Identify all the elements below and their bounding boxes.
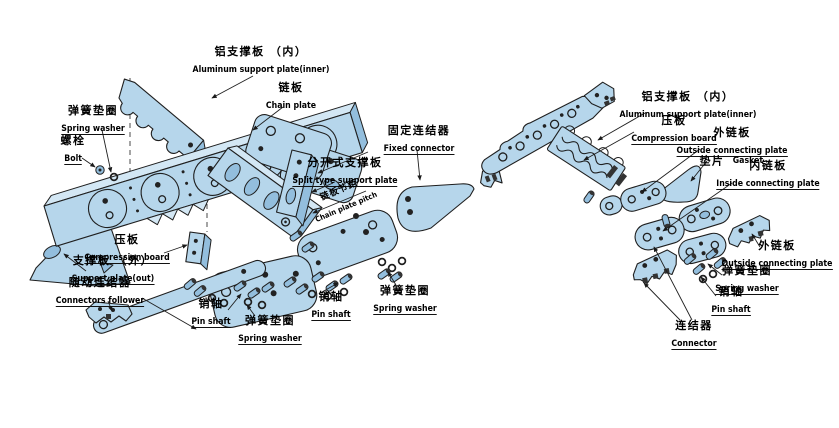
compression-board-part	[185, 231, 212, 271]
label-zh: 分开式支撑板	[307, 156, 383, 169]
connector-bracket-part	[632, 249, 677, 284]
callout-compression-board: 压板 Compression board	[81, 233, 174, 265]
bolt-on-plate	[363, 229, 369, 235]
callout-spring-washer-right: 弹簧垫圈 Spring washer	[370, 284, 439, 316]
callout-connector: 连结器 Connector	[669, 319, 718, 351]
label-zh: 销轴	[718, 285, 744, 298]
label-en: Outside connecting plate	[676, 145, 788, 158]
label-zh: 垫片	[699, 154, 725, 168]
label-en: Compression board	[631, 133, 717, 146]
label-zh: 压板	[114, 233, 140, 246]
pitch-dimension-line	[317, 151, 369, 174]
label-zh: 支撑板 （外）	[72, 254, 154, 267]
label-en: Spring washer	[373, 303, 437, 316]
inside-connecting-plate-part	[678, 197, 731, 233]
label-en: Pin shaft	[191, 316, 231, 329]
leader-lines	[63, 75, 761, 330]
label-en: Pin shaft	[711, 304, 751, 317]
pin-sliver	[615, 173, 628, 187]
callout-spring-washer-top: 弹簧垫圈 Spring washer	[58, 104, 127, 136]
label-zh: 螺栓	[60, 134, 86, 147]
callout-support-plate-out: 支撑板 （外） Support plate(out)	[68, 254, 158, 286]
label-en: Spring washer	[715, 283, 779, 296]
callout-pin-shaft-right-diagram: 销轴 Pin shaft	[710, 285, 753, 317]
left-exploded-view	[29, 78, 475, 334]
callout-aluminum-support-plate-inner: 铝支撑板 （内） Aluminum support plate(inner)	[187, 46, 336, 75]
callout-pin-shaft-mid: 销轴 Pin shaft	[310, 290, 353, 322]
gasket-part	[660, 165, 702, 203]
label-en: Inside connecting plate	[716, 178, 820, 191]
label-en: Pin shaft	[311, 309, 351, 322]
outside-plate-bracket-part	[727, 215, 771, 248]
follower-link-plate-part	[92, 259, 267, 334]
label-zh: 铝支撑板 （内）	[641, 90, 735, 103]
callout-connectors-follower: 随动连结器 Connectors follower	[52, 276, 148, 308]
label-zh: 销轴	[318, 290, 344, 303]
fixed-connector-part	[396, 183, 475, 232]
label-zh: 压板	[661, 114, 687, 127]
label-en: Bolt	[64, 153, 82, 166]
label-en: Compression board	[84, 252, 170, 265]
label-en: Spring washer	[238, 333, 302, 346]
label-en: Connector	[671, 338, 717, 351]
callout-compression-board-right: 压板 Compression board	[628, 114, 721, 146]
label-en: Gasket	[732, 155, 764, 166]
spring-washer-cluster	[376, 256, 407, 284]
callout-split-type-support-plate: 分开式支撑板 Split type support plate	[288, 156, 402, 188]
serrated-compression-plate-part	[546, 125, 626, 191]
label-zh: 外链板	[713, 126, 751, 139]
callout-gasket: 垫片 Gasket	[699, 152, 764, 169]
label-zh: 销轴	[198, 297, 224, 310]
label-zh: 弹簧垫圈	[68, 104, 118, 117]
callout-spring-washer-bottom: 弹簧垫圈 Spring washer	[235, 314, 304, 346]
label-en: Chain plate	[265, 100, 317, 111]
bolt-on-plate	[353, 213, 359, 219]
assembled-chain-part	[480, 81, 616, 188]
small-link-plate-part	[599, 195, 623, 216]
callout-bolt: 螺栓 Bolt	[60, 134, 86, 166]
label-zh: 随动连结器	[68, 276, 132, 289]
inside-connecting-plate-part	[634, 216, 685, 251]
connector-follower-bracket-part	[85, 301, 133, 324]
callout-outside-connecting-plate-top: 外链板 Outside connecting plate	[672, 126, 793, 158]
right-exploded-view	[480, 81, 771, 284]
label-en: Support plate(out)	[71, 273, 155, 286]
callout-inside-connecting-plate: 内链板 Inside connecting plate	[712, 159, 824, 191]
label-zh: 固定连结器	[387, 124, 451, 137]
callout-pin-shaft-left: 销轴 Pin shaft	[190, 297, 233, 329]
label-en: Fixed connector	[383, 143, 455, 156]
label-en: Split type support plate	[292, 175, 398, 188]
pitch-dimension-line	[312, 190, 367, 214]
label-zh: 连结器	[675, 319, 713, 332]
split-support-block-part	[275, 149, 319, 227]
outside-connecting-plate-part	[620, 180, 667, 212]
label-zh: 弹簧垫圈	[245, 314, 295, 327]
label-zh: 链板	[278, 81, 304, 94]
label-zh: 弹簧垫圈	[722, 264, 772, 277]
bolt-part	[95, 165, 105, 175]
label-zh: 弹簧垫圈	[380, 284, 430, 297]
label-en: Aluminum support plate(inner)	[619, 109, 757, 120]
label-en: Connectors follower	[55, 295, 145, 308]
label-en: Outside connecting plate	[721, 258, 833, 271]
label-zh: 外链板	[758, 239, 796, 252]
label-en: Spring washer	[61, 123, 125, 136]
callout-fixed-connector: 固定连结器 Fixed connector	[381, 124, 458, 156]
pin-sliver	[606, 165, 619, 179]
callout-aluminum-support-plate-inner-right: 铝支撑板 （内） Aluminum support plate(inner)	[614, 91, 763, 120]
callout-outside-connecting-plate-bottom: 外链板 Outside connecting plate	[717, 239, 838, 271]
label-en: Aluminum support plate(inner)	[192, 64, 330, 75]
label-zh: 内链板	[749, 159, 787, 172]
callout-chain-plate: 链板 Chain plate	[264, 82, 319, 111]
label-zh: 铝支撑板 （内）	[214, 45, 308, 58]
callout-spring-washer-right-diagram: 弹簧垫圈 Spring washer	[712, 264, 781, 296]
